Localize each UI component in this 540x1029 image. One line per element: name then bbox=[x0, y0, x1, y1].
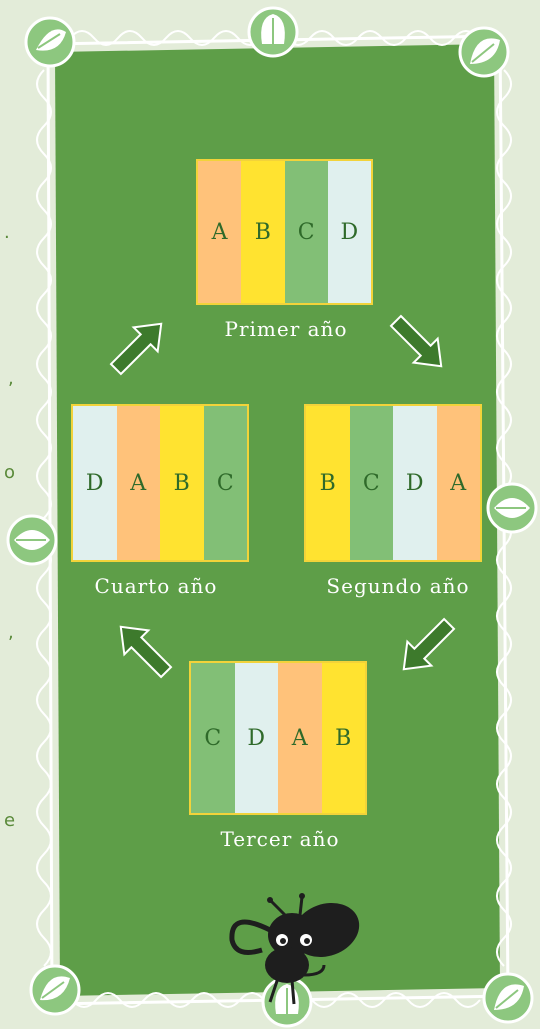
block-label-primer: Primer año bbox=[224, 317, 348, 341]
leaf-medallion-icon bbox=[29, 964, 81, 1016]
crop-strip-d: D bbox=[234, 663, 278, 813]
crop-strip-b: B bbox=[241, 161, 285, 303]
crop-strip-d: D bbox=[327, 161, 371, 303]
crop-strip-c: C bbox=[191, 663, 235, 813]
crop-strip-b: B bbox=[160, 406, 204, 560]
crop-strip-a: A bbox=[116, 406, 160, 560]
arrow-up-left-icon bbox=[119, 625, 173, 679]
edge-mark: o bbox=[4, 462, 16, 483]
crop-strip-b: B bbox=[321, 663, 365, 813]
crop-strip-a: A bbox=[436, 406, 480, 560]
arrow-down-left-icon bbox=[402, 617, 456, 671]
edge-mark: , bbox=[8, 368, 14, 389]
leaf-medallion-icon bbox=[247, 6, 299, 58]
edge-mark: e bbox=[4, 810, 16, 831]
crop-strip-c: C bbox=[284, 161, 328, 303]
crop-strip-c: C bbox=[349, 406, 393, 560]
arrow-down-right-icon bbox=[389, 314, 443, 368]
leaf-medallion-icon bbox=[482, 972, 534, 1024]
crop-strip-c: C bbox=[203, 406, 247, 560]
arrow-up-right-icon bbox=[109, 322, 163, 376]
leaf-medallion-icon bbox=[24, 16, 76, 68]
leaf-medallion-icon bbox=[486, 482, 538, 534]
block-label-tercer: Tercer año bbox=[220, 827, 340, 851]
fly-character-icon bbox=[229, 893, 360, 1005]
block-label-segundo: Segundo año bbox=[326, 574, 470, 598]
block-label-cuarto: Cuarto año bbox=[94, 574, 218, 598]
crop-strip-b: B bbox=[306, 406, 350, 560]
crop-strip-d: D bbox=[73, 406, 117, 560]
leaf-medallion-icon bbox=[6, 514, 58, 566]
crop-strip-a: A bbox=[198, 161, 242, 303]
edge-mark: , bbox=[8, 622, 14, 643]
crop-strip-d: D bbox=[393, 406, 437, 560]
crop-strip-a: A bbox=[278, 663, 322, 813]
green-field bbox=[55, 44, 500, 996]
leaf-medallion-icon bbox=[458, 26, 510, 78]
edge-mark: . bbox=[4, 222, 10, 243]
